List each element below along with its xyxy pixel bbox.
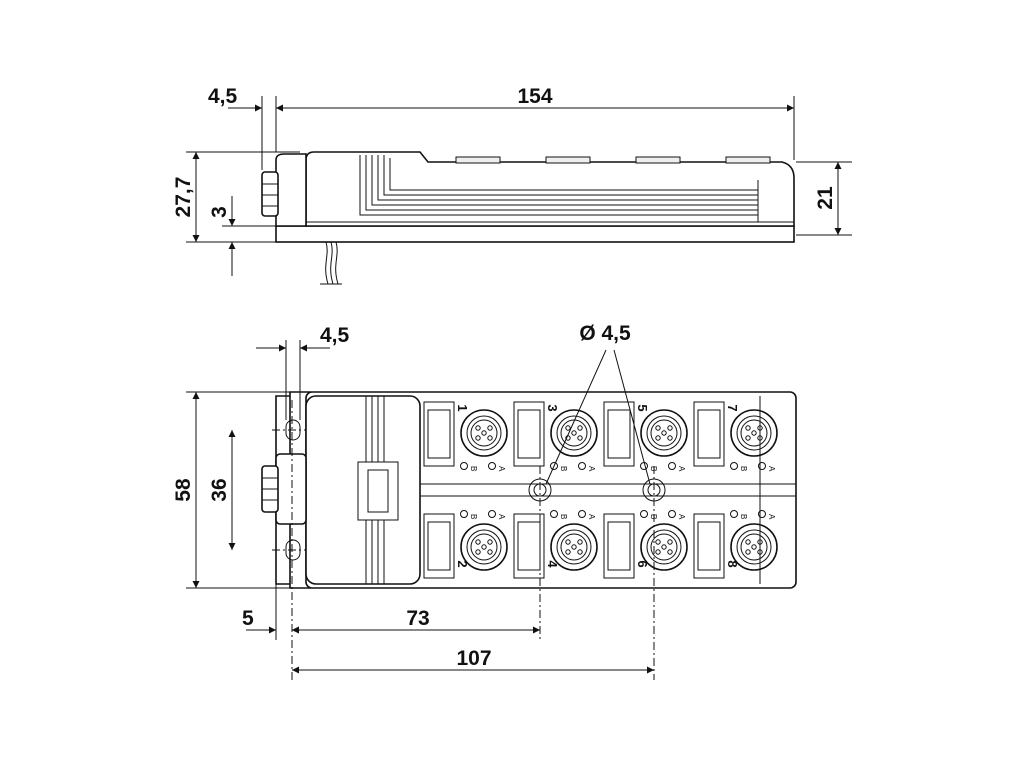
label-window-inner	[697, 409, 721, 459]
led-a-label: A	[587, 514, 596, 520]
led-b	[640, 510, 648, 518]
side-connector-thread	[261, 171, 279, 217]
label-window-inner	[517, 409, 541, 459]
label-window-inner	[427, 521, 451, 571]
led-a	[578, 510, 586, 518]
led-b	[460, 510, 468, 518]
led-b-label: B	[469, 514, 478, 519]
m12-port	[730, 523, 778, 571]
led-a	[488, 510, 496, 518]
led-b	[460, 462, 468, 470]
label-window	[603, 513, 635, 579]
led-a	[578, 462, 586, 470]
port-number: 1	[455, 404, 470, 411]
led-a-label: A	[767, 466, 776, 472]
label-window-inner	[427, 409, 451, 459]
m12-port	[640, 523, 688, 571]
top-width-label: 58	[172, 478, 195, 502]
top-connector-block	[305, 395, 421, 585]
led-b	[550, 510, 558, 518]
led-b-label: B	[739, 466, 748, 471]
top-connector-plug	[275, 453, 307, 525]
side-connector-body	[275, 153, 307, 227]
led-b	[730, 510, 738, 518]
label-window	[423, 401, 455, 467]
led-b-label: B	[559, 514, 568, 519]
led-a-label: A	[497, 466, 506, 472]
label-window-inner	[697, 521, 721, 571]
m12-port	[460, 523, 508, 571]
side-length-label: 154	[517, 85, 552, 108]
led-a-label: A	[587, 466, 596, 472]
side-offset-label: 4,5	[208, 85, 238, 108]
led-b-label: B	[739, 514, 748, 519]
side-base-label: 3	[208, 206, 231, 218]
led-a-label: A	[677, 514, 686, 520]
led-b-label: B	[559, 466, 568, 471]
port-number: 2	[455, 560, 470, 567]
led-a	[758, 462, 766, 470]
hole1-distance-label: 73	[406, 607, 429, 630]
label-window	[693, 401, 725, 467]
port-number: 3	[545, 404, 560, 411]
side-stripes	[306, 155, 794, 223]
side-body-height-label: 21	[814, 186, 837, 210]
label-window-inner	[607, 521, 631, 571]
side-base-plate	[275, 225, 795, 243]
m12-port	[550, 523, 598, 571]
led-a	[668, 462, 676, 470]
label-window	[513, 401, 545, 467]
led-b	[550, 462, 558, 470]
hole-spacing-label: 36	[208, 478, 231, 501]
led-a-label: A	[497, 514, 506, 520]
port-number: 7	[725, 404, 740, 411]
side-port-bumps	[455, 156, 771, 164]
led-a	[668, 510, 676, 518]
led-b	[730, 462, 738, 470]
led-a	[488, 462, 496, 470]
label-window-inner	[607, 409, 631, 459]
m12-port	[460, 409, 508, 457]
port-number: 8	[725, 560, 740, 567]
edge-offset-label: 5	[242, 607, 254, 630]
label-window	[603, 401, 635, 467]
side-cable	[325, 241, 329, 285]
side-view: 4,5 154 27,7 3 21	[172, 85, 852, 285]
side-height-label: 27,7	[172, 177, 195, 218]
label-window	[693, 513, 725, 579]
m12-port	[730, 409, 778, 457]
led-a-label: A	[767, 514, 776, 520]
port-number: 6	[635, 560, 650, 567]
label-window	[513, 513, 545, 579]
hole2-distance-label: 107	[456, 647, 491, 670]
led-b-label: B	[469, 466, 478, 471]
m12-port	[640, 409, 688, 457]
port-number: 5	[635, 404, 650, 411]
led-a	[758, 510, 766, 518]
top-offset-label: 4,5	[320, 324, 350, 347]
label-window	[423, 513, 455, 579]
m12-port	[550, 409, 598, 457]
hole-diameter-label: Ø 4,5	[579, 322, 631, 345]
led-a-label: A	[677, 466, 686, 472]
port-number: 4	[545, 560, 560, 568]
